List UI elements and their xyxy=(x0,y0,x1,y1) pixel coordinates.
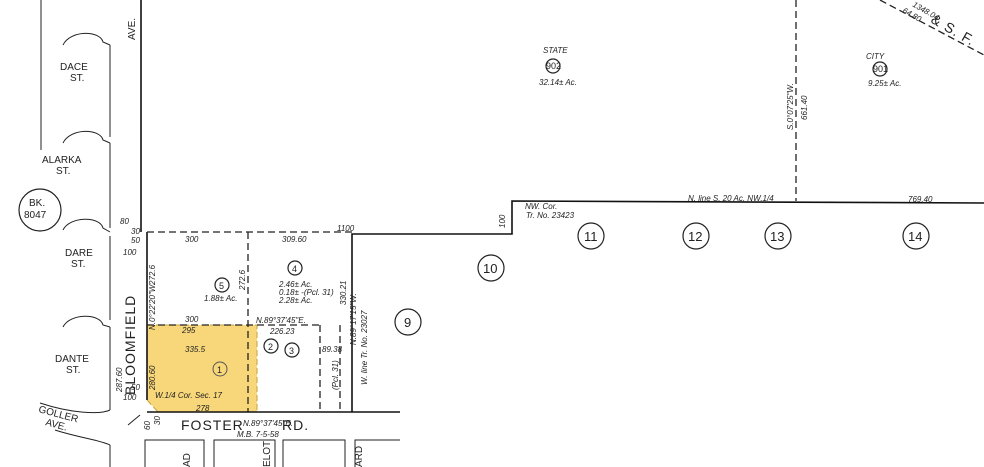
map-label: W. line Tr. No. 23027 xyxy=(360,310,369,385)
parcel-5-area: 1.88± Ac. xyxy=(204,294,237,303)
map-label: N.89°37'45"E. xyxy=(256,316,306,325)
rd-label: RD. xyxy=(282,417,309,433)
parcel-3[interactable]: 3 xyxy=(289,346,294,356)
map-label: W.1/4 Cor. Sec. 17 xyxy=(155,391,223,400)
map-label: 295 xyxy=(181,326,196,335)
parcel-902[interactable]: 902 xyxy=(546,61,561,71)
book-label: BK. xyxy=(29,198,45,209)
alarka-st-label-2: ST. xyxy=(56,166,70,177)
parcel-numbers: 902 STATE 32.14± Ac. 901 CITY 9.25± Ac. … xyxy=(204,46,930,377)
map-label: 100 xyxy=(123,248,137,257)
street-below-2: ELOT xyxy=(262,441,273,467)
map-label: 100 xyxy=(123,393,137,402)
parcel-13[interactable]: 13 xyxy=(770,229,784,244)
parcel-4-area2: 0.18± -(Pcl. 31) xyxy=(279,288,334,297)
map-label: 287.60 xyxy=(115,367,124,393)
parcel-1[interactable]: 1 xyxy=(217,365,222,375)
parcel-11[interactable]: 11 xyxy=(584,229,598,244)
bloomfield-street-lines xyxy=(39,0,148,467)
parcel-lines xyxy=(144,0,984,467)
dimension-labels: 300 309.60 1100 300 295 335.5 278 W.1/4 … xyxy=(115,0,941,439)
dace-st-label-2: ST. xyxy=(70,73,84,84)
map-label: 335.5 xyxy=(185,345,206,354)
map-label: 661.40 xyxy=(800,95,809,120)
map-label: 80 xyxy=(120,217,129,226)
parcel-5[interactable]: 5 xyxy=(219,281,224,291)
parcel-902-owner: STATE xyxy=(543,46,568,55)
map-label: 309.60 xyxy=(282,235,307,244)
map-label: 272.6 xyxy=(238,269,247,291)
parcel-2[interactable]: 2 xyxy=(268,342,273,352)
map-label: M.B. 7-5-58 xyxy=(237,430,279,439)
alarka-st-label: ALARKA xyxy=(42,155,82,166)
map-label: 280.60 xyxy=(148,365,157,391)
map-label: 300 xyxy=(185,235,199,244)
map-label: 300 xyxy=(185,315,199,324)
parcel-902-area: 32.14± Ac. xyxy=(539,78,577,87)
dace-st-label: DACE xyxy=(60,62,88,73)
map-label: N. line S. 20 Ac. NW.1/4 xyxy=(688,194,774,203)
book-circle xyxy=(18,188,62,232)
map-label: 50 xyxy=(131,236,140,245)
street-below-1: AD xyxy=(182,453,193,467)
map-label: N.89°17'15"W. xyxy=(349,293,358,345)
parcel-4[interactable]: 4 xyxy=(292,264,297,274)
parcel-901-area: 9.25± Ac. xyxy=(868,79,901,88)
parcel-4-area3: 2.28± Ac. xyxy=(278,296,312,305)
parcel-901-owner: CITY xyxy=(866,52,885,61)
parcel-901[interactable]: 901 xyxy=(873,64,888,74)
parcel-14[interactable]: 14 xyxy=(908,229,922,244)
book-number: 8047 xyxy=(24,210,47,221)
parcel-9[interactable]: 9 xyxy=(404,315,411,330)
map-label: 60 xyxy=(143,421,152,430)
parcel-4-area1: 2.46± Ac. xyxy=(278,280,312,289)
foster-label: FOSTER xyxy=(181,417,244,433)
map-label: N.0°22'20"W. xyxy=(148,283,157,330)
bloomfield-label: BLOOMFIELD xyxy=(122,295,138,395)
map-label: 30 xyxy=(153,416,162,425)
dante-st-label-2: ST. xyxy=(66,365,80,376)
map-label: 1100 xyxy=(337,224,355,233)
map-label: 100 xyxy=(498,214,507,228)
map-label: 50 xyxy=(131,383,140,392)
map-label: 769.40 xyxy=(908,195,933,204)
ave-label: AVE. xyxy=(127,18,138,40)
map-label: 272.6 xyxy=(148,264,157,286)
parcel-12[interactable]: 12 xyxy=(688,229,702,244)
street-below-3: ARD xyxy=(354,446,365,467)
map-label: 30 xyxy=(131,227,140,236)
map-label: 278 xyxy=(195,404,210,413)
map-label: 89.38 xyxy=(322,345,343,354)
map-label: Tr. No. 23423 xyxy=(526,211,575,220)
map-label: 226.23 xyxy=(269,327,295,336)
map-label: NW. Cor. xyxy=(525,202,557,211)
parcel-10[interactable]: 10 xyxy=(483,261,497,276)
map-label: 330.21 xyxy=(339,281,348,305)
dare-st-label-2: ST. xyxy=(71,259,85,270)
map-label: S.0°07'25"W. xyxy=(786,83,795,130)
dante-st-label: DANTE xyxy=(55,354,89,365)
dare-st-label: DARE xyxy=(65,248,93,259)
map-label: N.89°37'45"E. xyxy=(243,419,293,428)
map-label: (Pcl. 31) xyxy=(331,360,340,390)
